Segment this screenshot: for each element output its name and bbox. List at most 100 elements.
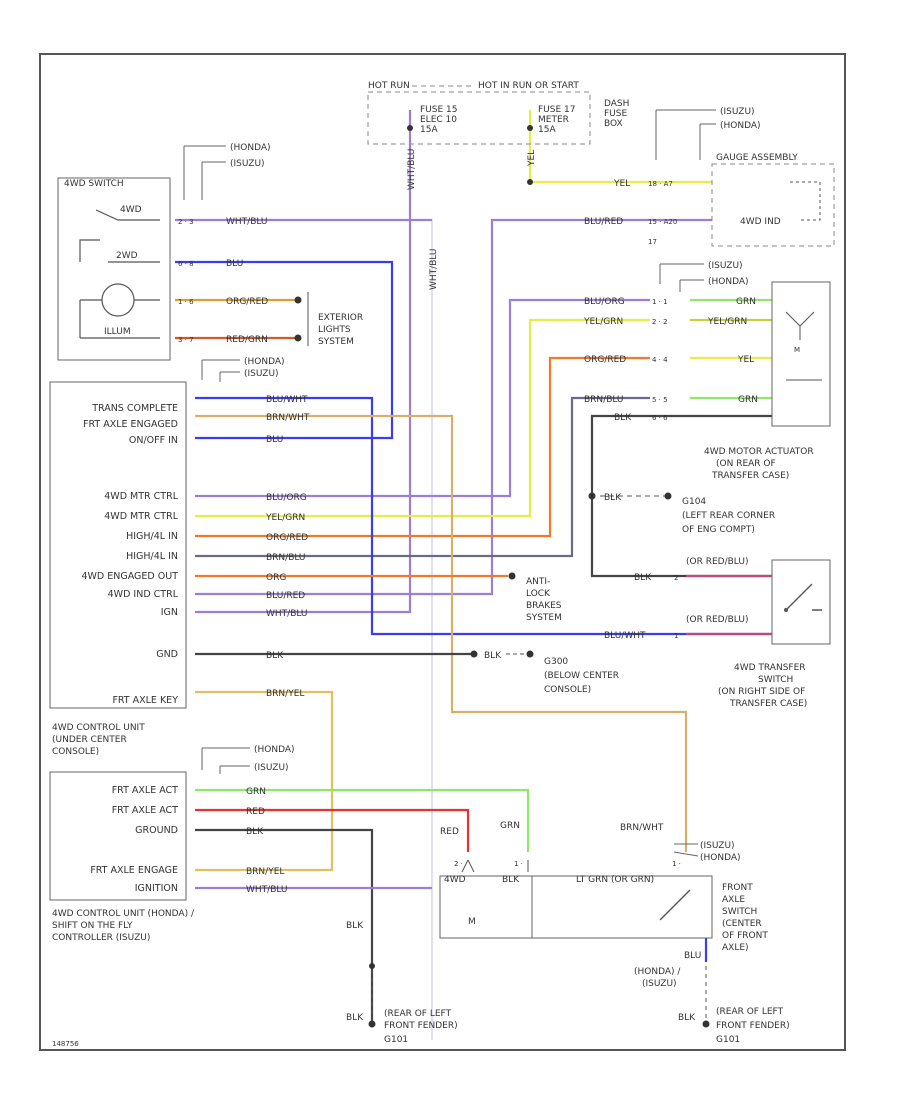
wire-label: BRN/YEL <box>266 689 304 699</box>
switch-label-4wd: 2WD <box>116 251 138 261</box>
cu-ref-honda: (HONDA) <box>244 357 285 367</box>
wire-label: BLU <box>226 259 243 269</box>
wire-red-shift <box>195 808 470 852</box>
exterior-lights: EXTERIOR LIGHTS SYSTEM <box>294 292 363 347</box>
switch-ref-isuzu: (ISUZU) <box>230 159 265 169</box>
splice-dot <box>527 179 533 185</box>
gauge-ref-isuzu: (ISUZU) <box>720 107 755 117</box>
switch-lamp-icon <box>101 283 135 317</box>
g300-line3: CONSOLE) <box>544 685 591 695</box>
left-gnd-wire2: BLK <box>346 1013 364 1023</box>
fuse15-line3: 15A <box>420 125 438 135</box>
abs-line3: BRAKES <box>526 601 562 611</box>
wire-label: WHT/BLU <box>266 609 308 619</box>
pin-label: ON/OFF IN <box>129 435 178 446</box>
actuator-motor-icon: M <box>794 346 800 354</box>
wire-label: YEL <box>613 179 630 189</box>
pin-label: FRT AXLE ACT <box>112 785 178 796</box>
dash-box-line1: DASH <box>604 99 629 109</box>
g300-node <box>470 650 478 658</box>
wire-label: BLK <box>634 573 652 583</box>
pin-mark: 1 · <box>672 860 681 868</box>
wire-brn-wht <box>195 414 688 852</box>
gauge-title: GAUGE ASSEMBLY <box>716 153 798 163</box>
ext-arrow-icon <box>294 334 302 342</box>
wire-label: BLU/ORG <box>266 493 307 503</box>
pin-label: 4WD IND CTRL <box>108 589 179 600</box>
wire-label: BRN/BLU <box>266 553 306 563</box>
fa-line4: (CENTER <box>722 919 762 929</box>
transfer-switch: (OR RED/BLU) (OR RED/BLU) 4WD TRANSFER S… <box>686 557 831 709</box>
wire-brn-blu <box>195 396 650 558</box>
abs-line2: LOCK <box>526 589 551 599</box>
ground-g300: BLK G300 (BELOW CENTER CONSOLE) <box>470 650 619 695</box>
wire-label: YEL <box>527 150 537 167</box>
ts-ref1: (OR RED/BLU) <box>686 557 748 567</box>
fa-line6: AXLE) <box>722 943 749 953</box>
fa-line1: FRONT <box>722 883 753 893</box>
left-gnd-node <box>369 963 375 969</box>
transfer-contact <box>784 608 788 612</box>
right-gnd-icon <box>702 1020 710 1028</box>
cu-caption-1: 4WD CONTROL UNIT <box>52 723 145 733</box>
right-ref-2: (ISUZU) <box>642 979 677 989</box>
ground-g104: BLK G104 (LEFT REAR CORNER OF ENG COMPT) <box>588 492 775 535</box>
right-gnd-line1: (REAR OF LEFT <box>716 1007 784 1017</box>
g104-line3: OF ENG COMPT) <box>682 525 755 535</box>
pin-mark: 6 · 6 <box>652 414 668 422</box>
wire-label: BLU/RED <box>584 217 623 227</box>
pin-mark: 4 · 4 <box>652 356 668 364</box>
actuator-caption-1: 4WD MOTOR ACTUATOR <box>704 447 814 457</box>
wire-grn-shift <box>195 788 530 852</box>
ts-caption-4: TRANSFER CASE) <box>729 699 807 709</box>
ext-lights-line2: LIGHTS <box>318 325 351 335</box>
switch-label-illum: ILLUM <box>104 327 131 337</box>
switch-box-outline <box>57 177 171 361</box>
wire-label: BLU <box>266 435 283 445</box>
pin-label: FRT AXLE ACT <box>112 805 178 816</box>
fuse17-line3: 15A <box>538 125 556 135</box>
pin-mark: 2 · <box>454 860 463 868</box>
fa-pin-right: LT GRN (OR GRN) <box>576 875 654 885</box>
pin-mark: 1 <box>674 632 678 640</box>
wires <box>175 110 772 1040</box>
transfer-switch-icon <box>785 583 822 611</box>
diagram-id: 148756 <box>52 1040 79 1048</box>
ext-lights-line3: SYSTEM <box>318 337 354 347</box>
wire-label: ORG <box>266 573 286 583</box>
fa-ref-isuzu: (ISUZU) <box>700 841 735 851</box>
ts-caption-2: SWITCH <box>758 675 793 685</box>
fa-ref-honda: (HONDA) <box>700 853 741 863</box>
pin-label: HIGH/4L IN <box>126 531 178 542</box>
ts-caption-3: (ON RIGHT SIDE OF <box>718 687 805 697</box>
fuse17-line1: FUSE 17 <box>538 105 575 115</box>
g300-wire: BLK <box>484 651 502 661</box>
wire-label: WHT/BLU <box>407 148 417 190</box>
pin-label: TRANS COMPLETE <box>91 403 178 414</box>
wire-label: BLU/WHT <box>266 395 308 405</box>
gauge-assembly: GAUGE ASSEMBLY 4WD IND 17 <box>648 153 835 247</box>
splice-dot <box>527 125 533 131</box>
switch-box: 4WD SWITCH 4WD 2WD ILLUM <box>57 177 171 361</box>
wire-label: ORG/RED <box>584 355 626 365</box>
ref-line <box>673 851 699 857</box>
right-gnd-line3: G101 <box>716 1035 740 1045</box>
wire-label: YEL/GRN <box>583 317 623 327</box>
g104-wire: BLK <box>604 493 622 503</box>
sc-caption-2: SHIFT ON THE FLY <box>52 921 133 931</box>
pin-mark: 15 · A20 <box>648 218 677 226</box>
pin-label: FRT AXLE ENGAGE <box>90 865 178 876</box>
g300-ground-icon <box>526 650 534 658</box>
abs-arrow-icon <box>508 572 516 580</box>
fa-connector-icon <box>461 859 529 873</box>
wire-org-red-act <box>195 356 650 538</box>
wire-label: YEL <box>737 355 754 365</box>
splice-dot <box>407 125 413 131</box>
wire-blu-wht <box>195 396 772 636</box>
pin-mark: 1 · 1 <box>652 298 668 306</box>
wire-label: BLK <box>614 413 632 423</box>
connector-pins: 2 · 3 6 · 8 1 · 6 3 · 7 18 · A7 15 · A20… <box>178 125 681 868</box>
wire-yel-grn <box>195 318 650 518</box>
wire-label: RED <box>440 827 459 837</box>
